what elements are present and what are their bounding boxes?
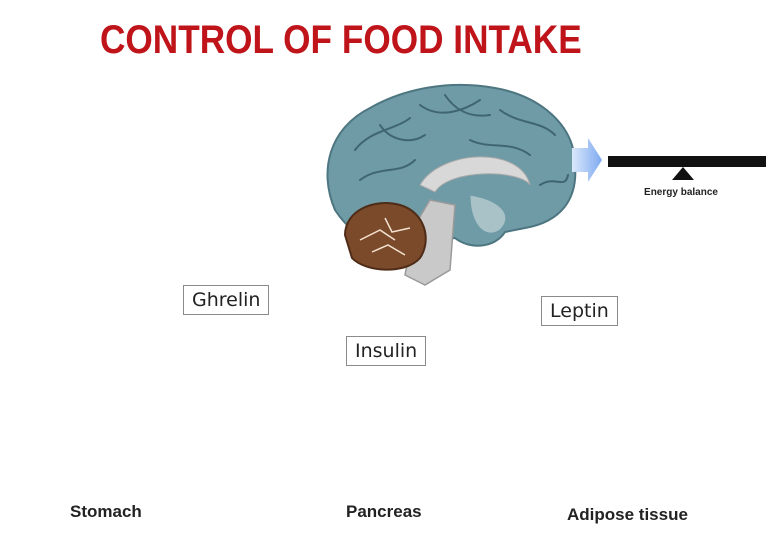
ghrelin-label: Ghrelin — [183, 285, 270, 315]
page-title: CONTROL OF FOOD INTAKE — [100, 18, 582, 62]
insulin-label: Insulin — [346, 336, 427, 366]
adipose-label: Adipose tissue — [567, 505, 688, 524]
balance-scale-icon — [572, 138, 766, 182]
pancreas-label: Pancreas — [346, 502, 422, 521]
brain-icon — [326, 83, 577, 286]
leptin-label: Leptin — [541, 296, 618, 326]
energy-balance-label: Energy balance — [644, 187, 718, 198]
stomach-label: Stomach — [70, 502, 142, 521]
cerebellum — [343, 202, 427, 271]
